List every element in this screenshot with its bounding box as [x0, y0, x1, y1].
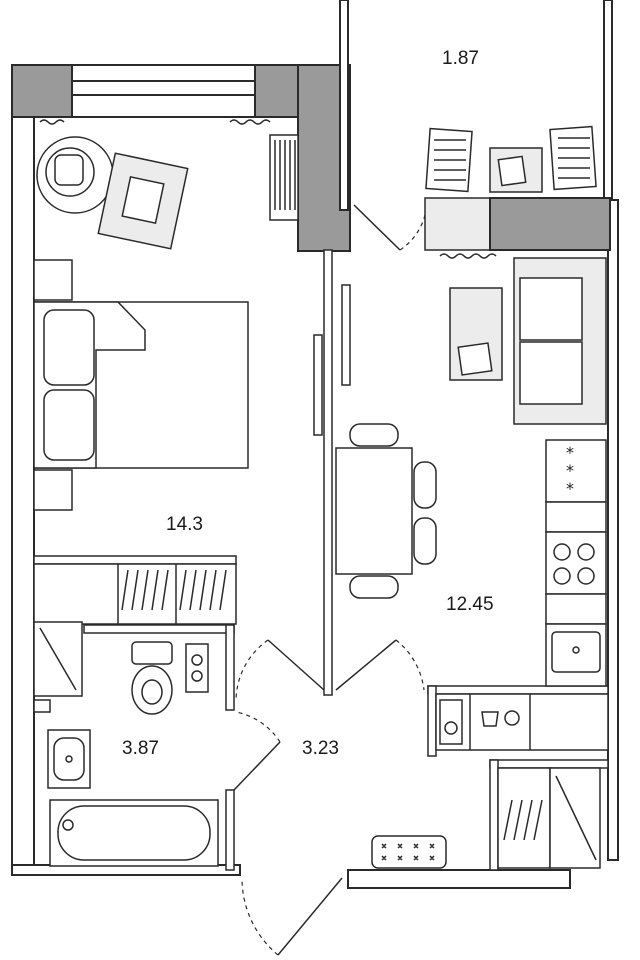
window-marks [39, 119, 497, 259]
counter [545, 501, 607, 533]
stove-burner-icon [577, 543, 595, 561]
kitchen-living-area-label: 12.45 [446, 594, 494, 615]
stove-burner-icon [577, 567, 595, 585]
swirl-icon [504, 710, 520, 726]
entrance-door[interactable] [241, 877, 343, 956]
balcony-door[interactable] [353, 204, 426, 251]
fridge: * * * [545, 439, 607, 503]
balcony-table [489, 147, 543, 193]
dining-table [335, 423, 437, 599]
hallway-area-label: 3.23 [302, 738, 339, 759]
storage-closet [497, 767, 601, 869]
bathroom-door[interactable] [233, 711, 281, 791]
kitchen-sink [545, 623, 607, 687]
utility-block [435, 693, 609, 751]
interior-walls [33, 249, 609, 871]
armchair [36, 136, 114, 214]
balcony-area-label: 1.87 [442, 48, 479, 69]
kitchen-door[interactable] [335, 639, 425, 691]
balcony-chair-left [425, 127, 473, 193]
outer-walls [11, 0, 619, 889]
sliding-door[interactable] [313, 284, 351, 436]
stove-burner-icon [553, 567, 571, 585]
bed [33, 301, 249, 469]
counter-2 [545, 593, 607, 625]
snowflake-icon: * [566, 461, 574, 480]
balcony-chair-right [549, 125, 597, 191]
bookshelf [269, 134, 299, 221]
bathroom-area-label: 3.87 [122, 738, 159, 759]
stove [545, 531, 607, 595]
washbasin [47, 729, 91, 789]
entrance-rug [371, 835, 447, 869]
bedroom-area-label: 14.3 [166, 514, 203, 535]
bedroom-door[interactable] [235, 639, 325, 701]
stove-burner-icon [553, 543, 571, 561]
wardrobe [33, 563, 237, 625]
desk [97, 152, 189, 250]
coffee-table [449, 287, 503, 381]
sofa [513, 257, 607, 425]
bath-boiler [185, 643, 209, 693]
snowflake-icon: * [566, 479, 574, 498]
snowflake-icon: * [566, 443, 574, 462]
bathtub [49, 799, 219, 867]
shower-cabinet [33, 621, 83, 697]
washing-machine-icon [481, 711, 499, 727]
toilet [131, 641, 173, 715]
